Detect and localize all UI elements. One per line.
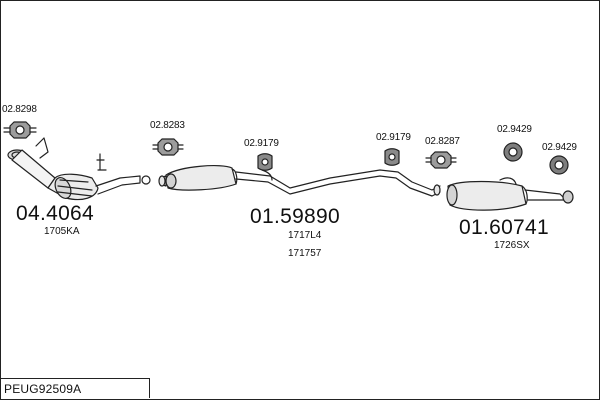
- fitting-label-02-8287: 02.8287: [425, 136, 460, 147]
- fitting-label-02-8283: 02.8283: [150, 120, 185, 131]
- fitting-02-9179-b: [384, 148, 400, 166]
- fitting-label-02-8298: 02.8298: [2, 104, 37, 115]
- assembly-sub-middle-1: 1717L4: [288, 230, 322, 241]
- fitting-02-8283: [152, 138, 184, 156]
- assembly-code-middle: 01.59890: [250, 205, 340, 228]
- assembly-sub-middle-2: 171757: [288, 248, 322, 259]
- assembly-sub-rear: 1726SX: [494, 240, 530, 251]
- assembly-sub-front: 1705KA: [44, 226, 80, 237]
- assembly-code-rear: 01.60741: [459, 216, 549, 239]
- fitting-label-02-9179-a: 02.9179: [244, 138, 279, 149]
- fitting-02-9429-b: [549, 155, 569, 175]
- fitting-label-02-9429-a: 02.9429: [497, 124, 532, 135]
- fitting-label-02-9179-b: 02.9179: [376, 132, 411, 143]
- fitting-02-8298: [3, 121, 37, 139]
- assembly-code-front: 04.4064: [16, 202, 95, 225]
- front-catalyst-section: [7, 137, 151, 201]
- middle-silencer-section: [158, 164, 441, 197]
- fitting-02-9429-a: [503, 142, 523, 162]
- rear-silencer-section: [433, 177, 574, 211]
- fitting-02-8287: [425, 151, 457, 169]
- fitting-02-9179-a: [257, 153, 273, 171]
- fitting-label-02-9429-b: 02.9429: [542, 142, 577, 153]
- part-code-box: PEUG92509A: [0, 378, 150, 398]
- part-code: PEUG92509A: [4, 382, 82, 396]
